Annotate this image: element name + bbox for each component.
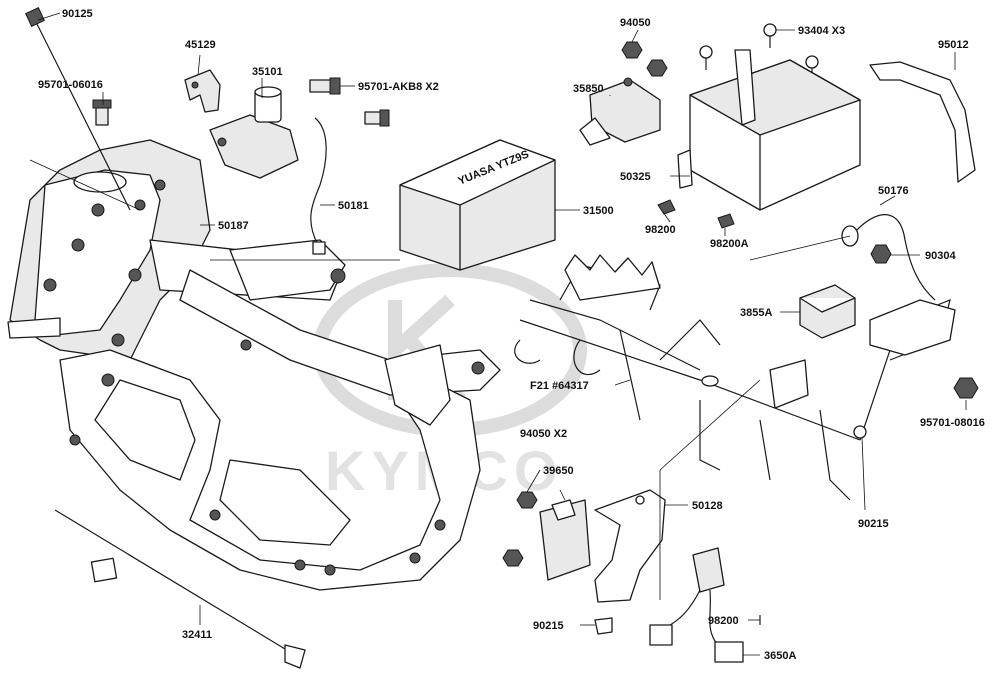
- label-3855a: 3855A: [740, 307, 772, 319]
- label-90304: 90304: [925, 250, 956, 262]
- clip-98200: [657, 199, 676, 215]
- relay-35850: [579, 77, 661, 146]
- label-32411: 32411: [182, 629, 212, 641]
- label-95701-06016: 95701-06016: [38, 79, 103, 91]
- cdi-39650: [539, 499, 591, 581]
- label-31500: 31500: [583, 205, 614, 217]
- bolts-95701-akb8: [309, 77, 390, 127]
- label-50187: 50187: [218, 220, 249, 232]
- label-95701-08016: 95701-08016: [920, 417, 985, 429]
- nut-90215-bottom: [594, 617, 613, 635]
- label-90125: 90125: [62, 8, 93, 20]
- label-39650: 39650: [543, 465, 574, 477]
- bolt-95701-08016: [953, 377, 979, 399]
- bolt-90125: [25, 7, 131, 211]
- part-labels: 90125 45129 35101 95701-06016 95701-AKB8…: [38, 8, 985, 662]
- nut-90215-right: [853, 425, 867, 439]
- label-50128: 50128: [692, 500, 723, 512]
- label-95701-akb8: 95701-AKB8 X2: [358, 81, 439, 93]
- nuts-94050-top: [621, 41, 668, 77]
- label-35850: 35850: [573, 83, 604, 95]
- bolt-95701-06016: [92, 99, 112, 126]
- rod-32411: [54, 509, 306, 669]
- battery-31500: YUASA YTZ9S: [399, 139, 556, 271]
- label-90215-bottom: 90215: [533, 620, 564, 632]
- label-3650a: 3650A: [764, 650, 796, 662]
- bracket-50128: [594, 489, 666, 603]
- label-50325: 50325: [620, 171, 651, 183]
- battery-box-50325: [677, 49, 861, 211]
- module-3855a: [799, 284, 856, 339]
- strap-95012: [869, 61, 976, 183]
- label-93404: 93404 X3: [798, 25, 845, 37]
- label-94050-top: 94050: [620, 17, 651, 29]
- label-98200a: 98200A: [710, 238, 749, 250]
- frame-body: [7, 139, 501, 591]
- wiring-harness-f21: [514, 254, 956, 501]
- leader-lines: [29, 12, 967, 656]
- wire-50181: [310, 117, 327, 255]
- label-95012: 95012: [938, 39, 969, 51]
- bracket-45129: [184, 69, 221, 113]
- label-35101: 35101: [252, 66, 283, 78]
- label-50176: 50176: [878, 185, 909, 197]
- screws-93404: [699, 23, 819, 80]
- label-98200-bottom: 98200: [708, 615, 739, 627]
- label-90215-right: 90215: [858, 518, 889, 530]
- sensor-35101: [209, 86, 299, 179]
- label-94050-x2: 94050 X2: [520, 428, 567, 440]
- label-f21: F21 #64317: [530, 380, 589, 392]
- sensor-3650a: [649, 547, 744, 663]
- label-50181: 50181: [338, 200, 369, 212]
- nut-90304: [870, 244, 892, 264]
- label-45129: 45129: [185, 39, 216, 51]
- clip-98200a: [717, 213, 735, 229]
- label-98200: 98200: [645, 224, 676, 236]
- nuts-94050-x2: [502, 491, 538, 567]
